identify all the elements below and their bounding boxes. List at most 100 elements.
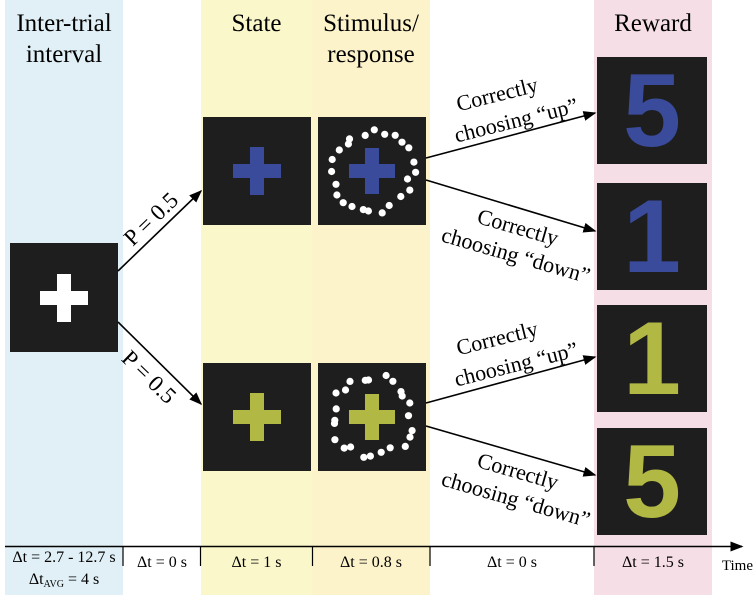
stimulus-dot [332, 405, 340, 413]
duration-label-iti: Δt = 2.7 - 12.7 s ΔtAVG = 4 s [5, 547, 123, 591]
state-square-lower [203, 363, 311, 471]
branch-label-line1: Correctly [454, 316, 541, 360]
stimulus-dot [345, 135, 354, 143]
stimulus-dot [370, 126, 378, 134]
branch-label-line2: choosing “up” [452, 337, 581, 392]
stimulus-dot [410, 158, 418, 166]
stimulus-dot [401, 442, 409, 450]
stimulus-dot [328, 167, 336, 176]
arrow-to-upper-state [117, 189, 203, 272]
duration-label: Δt = 0 s [487, 554, 537, 571]
stimulus-dot [341, 386, 350, 394]
arrow-lower-down [425, 425, 597, 477]
reward-square: 5 [597, 428, 707, 535]
time-axis-label: Time [721, 558, 753, 574]
arrow-to-lower-state [117, 321, 203, 406]
branch-label-line2: choosing “down” [439, 222, 593, 288]
stimulus-dot [328, 155, 336, 164]
probability-label-lower: P = 0.5 [117, 345, 181, 408]
arrow-upper-up [425, 111, 597, 159]
stimulus-dot [332, 180, 340, 188]
reward-value: 5 [623, 423, 681, 540]
stimulus-dot [331, 436, 339, 444]
stimulus-dot [359, 206, 367, 214]
probability-label-upper: P = 0.5 [119, 187, 183, 250]
stimulus-square-upper [318, 117, 426, 225]
stimulus-dot [339, 199, 347, 207]
stimulus-dot [398, 392, 406, 400]
title-line: Reward [614, 10, 692, 37]
reward-square: 1 [597, 183, 707, 290]
average-subscript: AVG [43, 579, 64, 590]
stimulus-square-lower [318, 363, 426, 471]
stimulus-dot [346, 377, 354, 385]
blue-cross-icon [349, 148, 395, 194]
state-column: State [201, 0, 312, 595]
stimulus-dot [378, 209, 386, 217]
stimulus-dot [361, 131, 369, 139]
duration-label: Δt = 0 s [137, 554, 187, 571]
stimulus-dot [412, 168, 420, 176]
title-line: Inter-trial [16, 10, 112, 37]
arrow-lower-up [425, 355, 597, 404]
delta-symbol: Δt [28, 571, 44, 588]
stimulus-dot [348, 202, 356, 211]
duration-label: Δt = 1.5 s [622, 554, 684, 571]
stimulus-dot [347, 443, 355, 451]
reward-title: Reward [594, 8, 712, 39]
reward-value: 1 [623, 300, 681, 417]
branch-label-line1: Correctly [475, 204, 562, 251]
stimulus-dot [398, 138, 406, 146]
dot-ring-icon [328, 126, 420, 217]
state-title: State [201, 8, 312, 39]
stimulus-dot [405, 144, 413, 152]
title-line: Stimulus/ [323, 10, 419, 37]
stimulus-dot [366, 452, 374, 460]
stimulus-dot [403, 175, 412, 183]
stimulus-dot [333, 191, 341, 199]
blue-cross-icon [233, 147, 281, 195]
fixation-square [10, 243, 118, 352]
reward-square: 1 [597, 305, 707, 412]
stimulus-dot [377, 448, 385, 456]
stimulus-response-column: Stimulus/ response [312, 0, 430, 595]
state-square-upper [203, 117, 311, 225]
stimulus-dot [331, 416, 339, 424]
stimulus-dot [385, 201, 393, 210]
stimulus-dot [408, 427, 416, 435]
reward-value: 1 [623, 178, 681, 295]
stimulus-dot [364, 376, 373, 384]
stimulus-dot [381, 130, 389, 138]
title-line: response [327, 41, 415, 68]
duration-label: Δt = 1 s [231, 554, 282, 571]
branch-label-line1: Correctly [475, 448, 562, 495]
stimulus-dot [404, 412, 413, 420]
stimulus-dot [340, 444, 348, 452]
duration-label: Δt = 0.8 s [340, 554, 402, 571]
stimulus-dot [360, 453, 368, 461]
stimulus-dot [389, 377, 397, 385]
title-line: interval [25, 41, 103, 68]
branch-label-line2: choosing “up” [452, 93, 581, 148]
fixation-cross-icon [40, 273, 88, 322]
reward-value: 5 [623, 52, 681, 169]
yellow-cross-icon [233, 393, 281, 441]
stimulus-response-title: Stimulus/ response [312, 8, 430, 70]
arrow-upper-down [425, 179, 597, 233]
stimulus-dot [382, 371, 390, 380]
stimulus-dot [406, 399, 414, 407]
reward-square: 5 [597, 57, 707, 164]
stimulus-dot [391, 131, 399, 139]
duration-range: Δt = 2.7 - 12.7 s [12, 549, 116, 566]
duration-average: ΔtAVG = 4 s [5, 569, 123, 591]
yellow-cross-icon [349, 394, 395, 440]
stimulus-dot [397, 192, 405, 201]
branch-label-line1: Correctly [454, 72, 541, 116]
inter-trial-interval-title: Inter-trial interval [5, 8, 123, 70]
title-line: State [231, 10, 282, 37]
stimulus-dot [332, 389, 340, 397]
dot-ring-icon [330, 371, 416, 461]
average-value: = 4 s [63, 571, 100, 588]
stimulus-dot [335, 146, 343, 154]
